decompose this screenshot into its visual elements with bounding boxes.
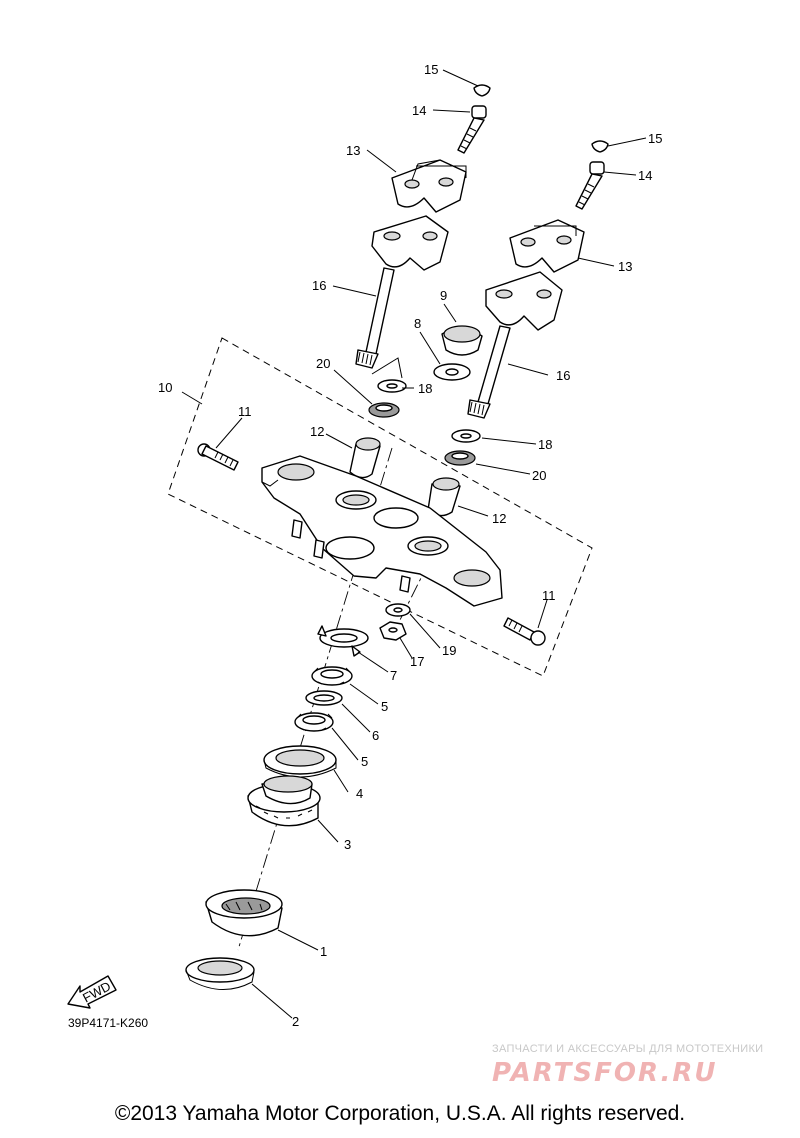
callout-13-left: 13 xyxy=(346,143,360,158)
bolt-left xyxy=(457,105,487,154)
washer-19 xyxy=(385,603,411,617)
callout-7: 7 xyxy=(390,668,397,683)
long-bolt-left xyxy=(355,267,395,369)
washer-18-right xyxy=(451,429,481,443)
long-bolt-right xyxy=(467,325,511,419)
collar-12-left xyxy=(349,437,381,479)
callout-17: 17 xyxy=(410,654,424,669)
upper-bracket-assembly-boundary xyxy=(167,337,593,677)
callout-20-left: 20 xyxy=(316,356,330,371)
cap-right xyxy=(591,140,609,153)
callout-2: 2 xyxy=(292,1014,299,1029)
callout-13-right: 13 xyxy=(618,259,632,274)
upper-holder-right xyxy=(509,219,585,273)
callout-12-right: 12 xyxy=(492,511,506,526)
callout-12-left: 12 xyxy=(310,424,324,439)
ring-nut-5-upper xyxy=(311,666,353,686)
callout-14-left: 14 xyxy=(412,103,426,118)
nut-17 xyxy=(379,621,407,641)
upper-bracket xyxy=(261,455,503,607)
lower-race-1 xyxy=(205,889,283,937)
pinch-bolt-left xyxy=(197,443,239,471)
cap-left xyxy=(473,84,491,97)
bolt-right xyxy=(575,161,605,210)
callout-3: 3 xyxy=(344,837,351,852)
callout-11-right: 11 xyxy=(542,588,556,603)
damper-20-left xyxy=(368,402,400,418)
callout-16-left: 16 xyxy=(312,278,326,293)
callout-11-left: 11 xyxy=(238,404,252,419)
callout-19: 19 xyxy=(442,643,456,658)
zigzag-break xyxy=(371,357,403,379)
callout-5-upper: 5 xyxy=(381,699,388,714)
stem-centerline xyxy=(399,539,441,621)
fwd-label: FWD xyxy=(80,978,113,1005)
lower-holder-right xyxy=(485,271,563,331)
fwd-direction-arrow: FWD xyxy=(67,975,117,1009)
washer-8 xyxy=(433,363,471,381)
washer-18-left xyxy=(377,379,407,393)
watermark-logo: PARTSFOR.RU xyxy=(492,1058,718,1088)
seal-2 xyxy=(185,957,255,991)
callout-14-right: 14 xyxy=(638,168,652,183)
copyright-notice: ©2013 Yamaha Motor Corporation, U.S.A. A… xyxy=(114,1102,686,1125)
callout-18-right: 18 xyxy=(538,437,552,452)
damper-20-right xyxy=(444,450,476,466)
callout-labels: 15 14 13 15 14 13 16 9 8 16 20 18 10 11 … xyxy=(158,62,662,1029)
bearing-3 xyxy=(247,775,321,827)
callout-10: 10 xyxy=(158,380,172,395)
lower-holder-left xyxy=(371,215,449,271)
callout-15-right: 15 xyxy=(648,131,662,146)
callout-1: 1 xyxy=(320,944,327,959)
callout-9: 9 xyxy=(440,288,447,303)
leader-lines xyxy=(181,69,647,1019)
ring-nut-5-lower xyxy=(294,712,334,732)
diagram-code: 39P4171-K260 xyxy=(68,1016,149,1030)
watermark-subtitle: ЗАПЧАСТИ И АКСЕССУАРЫ ДЛЯ МОТОТЕХНИКИ xyxy=(492,1043,764,1055)
stem-nut xyxy=(441,325,483,356)
callout-5-lower: 5 xyxy=(361,754,368,769)
callout-15-top: 15 xyxy=(424,62,438,77)
upper-holder-left xyxy=(391,159,467,213)
callout-18-left: 18 xyxy=(418,381,432,396)
right-handlebar-group xyxy=(467,140,609,419)
lock-washer-7 xyxy=(317,625,369,657)
callout-8: 8 xyxy=(414,316,421,331)
washer-6 xyxy=(305,690,343,706)
bearing-cover-4 xyxy=(263,745,337,778)
callout-20-right: 20 xyxy=(532,468,546,483)
pinch-bolt-right xyxy=(503,617,546,646)
left-handlebar-group xyxy=(355,84,491,369)
callout-4: 4 xyxy=(356,786,363,801)
callout-16-right: 16 xyxy=(556,368,570,383)
callout-6: 6 xyxy=(372,728,379,743)
